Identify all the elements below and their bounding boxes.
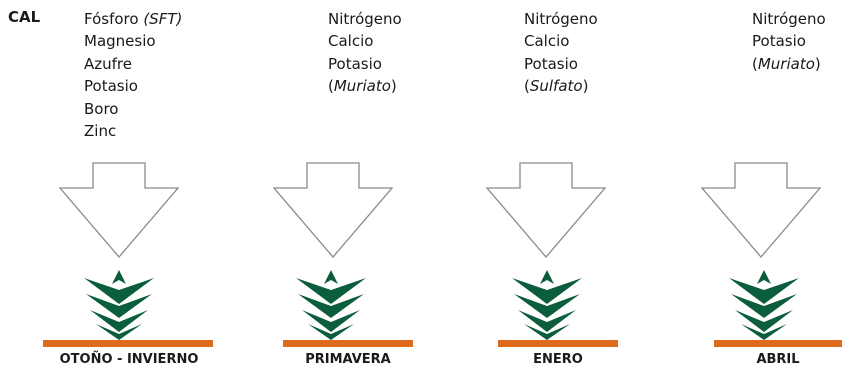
- down-arrow-icon: [59, 162, 179, 258]
- nutrient-item: (Muriato): [328, 77, 397, 96]
- season-label-primavera: PRIMAVERA: [305, 352, 391, 367]
- nutrient-item: Boro: [84, 99, 119, 118]
- cal-label: CAL: [8, 8, 41, 26]
- nutrient-item: Nitrógeno: [328, 10, 402, 28]
- nutrient-list-primavera: Nitrógeno Calcio Potasio (Muriato): [328, 8, 402, 98]
- plant-icon: [296, 270, 366, 340]
- nutrient-list-otono-invierno: Fósforo (SFT) Magnesio Azufre Potasio Bo…: [84, 8, 182, 142]
- nutrient-item: Calcio: [328, 32, 374, 51]
- nutrient-item: Calcio: [524, 32, 570, 51]
- plant-icon: [84, 270, 154, 340]
- nutrient-item: Nitrógeno: [752, 10, 826, 28]
- season-label-otono-invierno: OTOÑO - INVIERNO: [59, 352, 199, 367]
- nutrient-item: Azufre: [84, 54, 132, 73]
- ground-bar: [498, 340, 618, 347]
- season-label-enero: ENERO: [533, 352, 583, 367]
- nutrient-item: Potasio: [328, 54, 382, 73]
- nutrient-list-abril: Nitrógeno Potasio (Muriato): [752, 8, 826, 75]
- ground-bar: [43, 340, 213, 347]
- nutrient-item: Zinc: [84, 122, 117, 141]
- down-arrow-icon: [486, 162, 606, 258]
- nutrient-item: Nitrógeno: [524, 10, 598, 28]
- nutrient-item: Magnesio: [84, 32, 156, 51]
- season-label-abril: ABRIL: [756, 352, 800, 367]
- ground-bar: [283, 340, 413, 347]
- down-arrow-icon: [701, 162, 821, 258]
- plant-icon: [729, 270, 799, 340]
- down-arrow-icon: [273, 162, 393, 258]
- nutrient-item: Potasio: [752, 32, 806, 51]
- nutrient-item: Potasio: [524, 54, 578, 73]
- nutrient-item: (Muriato): [752, 54, 821, 73]
- nutrient-list-enero: Nitrógeno Calcio Potasio (Sulfato): [524, 8, 598, 98]
- nutrient-item: (Sulfato): [524, 77, 589, 96]
- ground-bar: [714, 340, 842, 347]
- nutrient-item: Fósforo (SFT): [84, 10, 183, 28]
- plant-icon: [512, 270, 582, 340]
- nutrient-item: Potasio: [84, 77, 138, 96]
